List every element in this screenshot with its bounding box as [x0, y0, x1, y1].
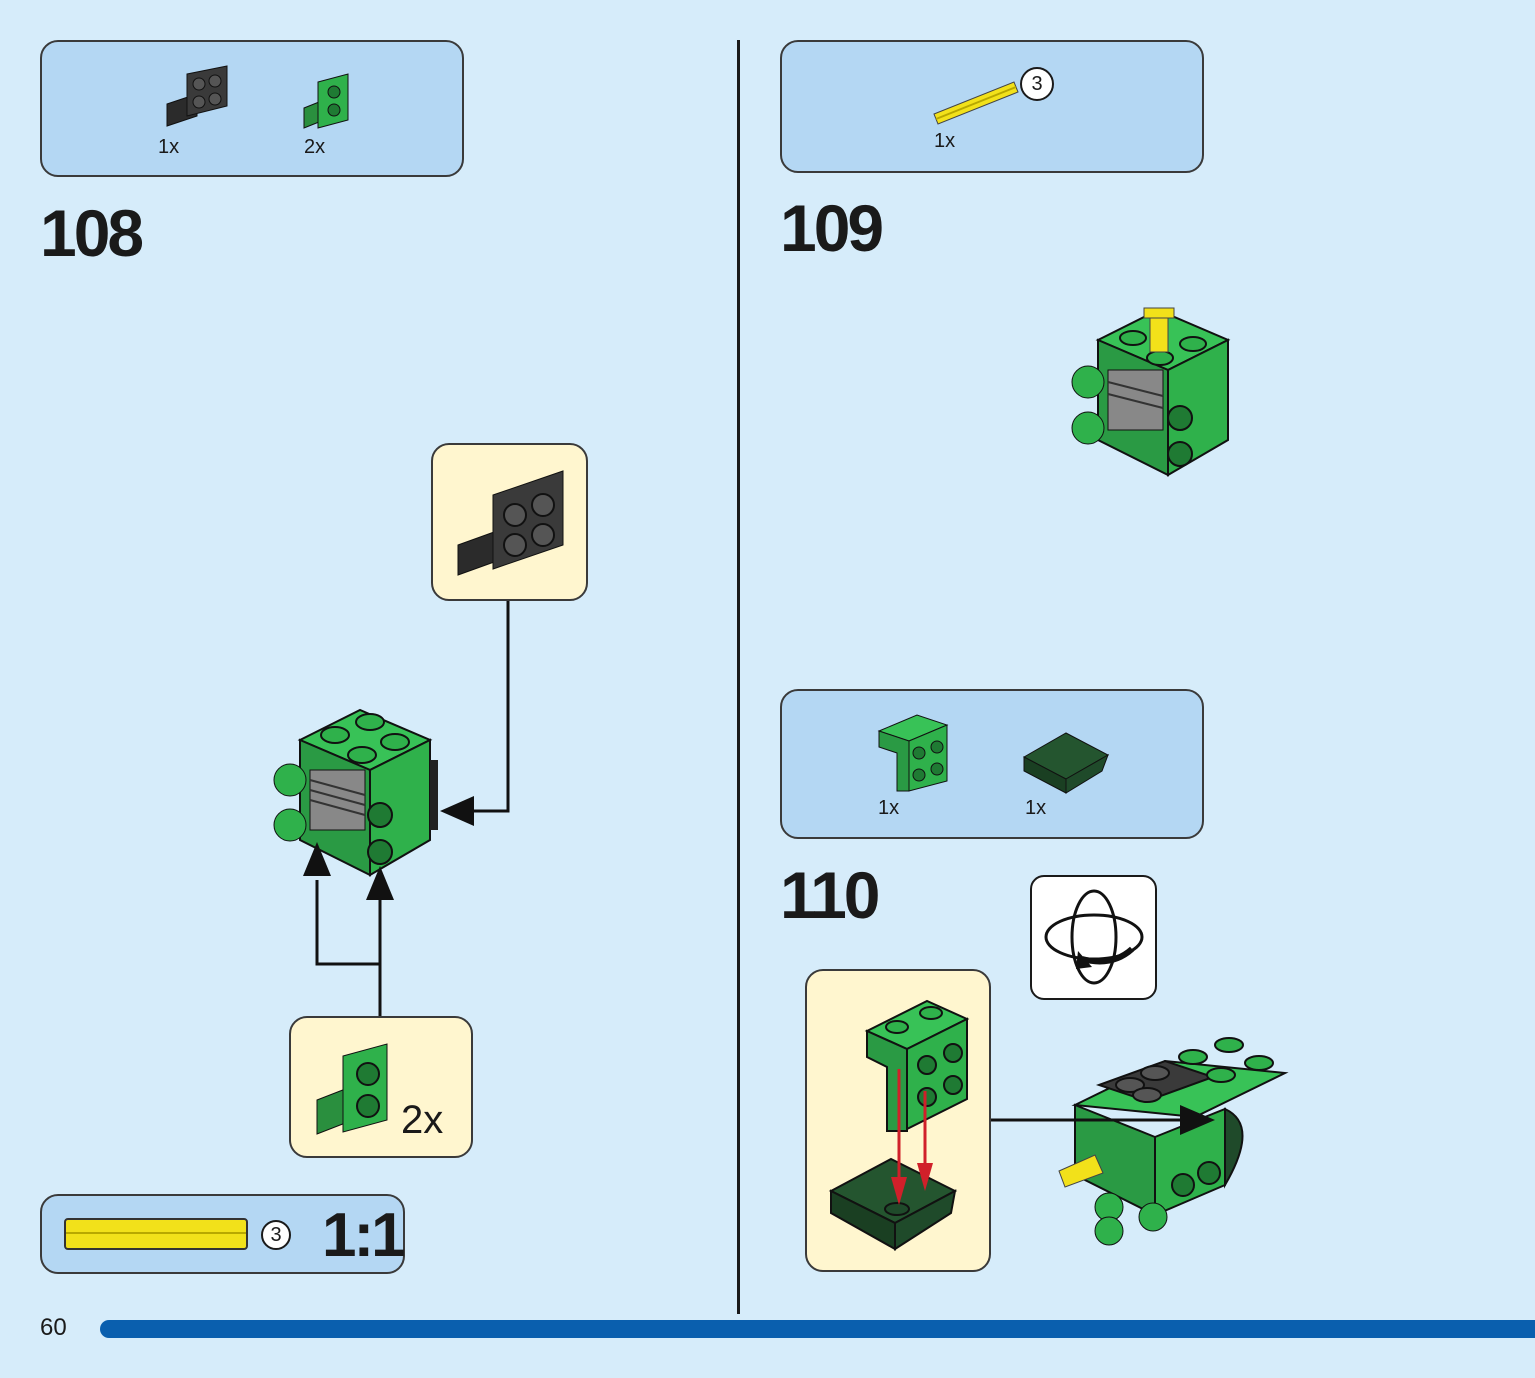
- dark-green-slope-icon: [1022, 732, 1110, 794]
- yellow-axle-icon: [64, 1218, 248, 1250]
- model-108: [273, 708, 438, 877]
- page-number: 60: [40, 1314, 67, 1341]
- part-qty: 1x: [878, 797, 900, 819]
- part-qty: 1x: [158, 136, 180, 158]
- yellow-axle-icon: [933, 81, 1019, 125]
- parts-box-109: 3 1x: [780, 40, 1204, 173]
- rotate-model-icon: [1044, 889, 1144, 985]
- rotate-model-indicator: [1030, 875, 1157, 1000]
- model-109: [1071, 307, 1231, 477]
- step-number: 110: [780, 858, 880, 932]
- callout-green-bracket: 2x: [289, 1016, 473, 1158]
- page-progress-bar: [100, 1320, 1535, 1338]
- step-number: 109: [780, 191, 884, 265]
- parts-box-108: 1x 2x: [40, 40, 464, 177]
- model-110: [1058, 1037, 1289, 1246]
- axle-length: 3: [1020, 67, 1054, 101]
- step-number: 108: [40, 196, 144, 270]
- scale-check-box: 3 1:1: [40, 1194, 406, 1274]
- column-divider: [737, 40, 740, 1314]
- part-qty: 1x: [934, 130, 956, 152]
- callout-qty: 2x: [401, 1098, 444, 1142]
- green-bracket-icon: [316, 1043, 388, 1135]
- black-bracket-icon: [457, 470, 564, 576]
- sub-assembly-icon: [828, 999, 970, 1251]
- axle-length: 3: [261, 1220, 291, 1250]
- part-qty: 2x: [304, 136, 326, 158]
- scale-ratio: 1:1: [322, 1201, 406, 1270]
- callout-black-bracket: [431, 443, 588, 601]
- parts-box-110: 1x 1x: [780, 689, 1204, 839]
- callout-sub-assembly: [805, 969, 991, 1272]
- part-qty: 1x: [1025, 797, 1047, 819]
- green-bracket-icon: [303, 73, 349, 129]
- green-bracket-2x2-icon: [877, 714, 949, 792]
- black-bracket-icon: [166, 65, 228, 127]
